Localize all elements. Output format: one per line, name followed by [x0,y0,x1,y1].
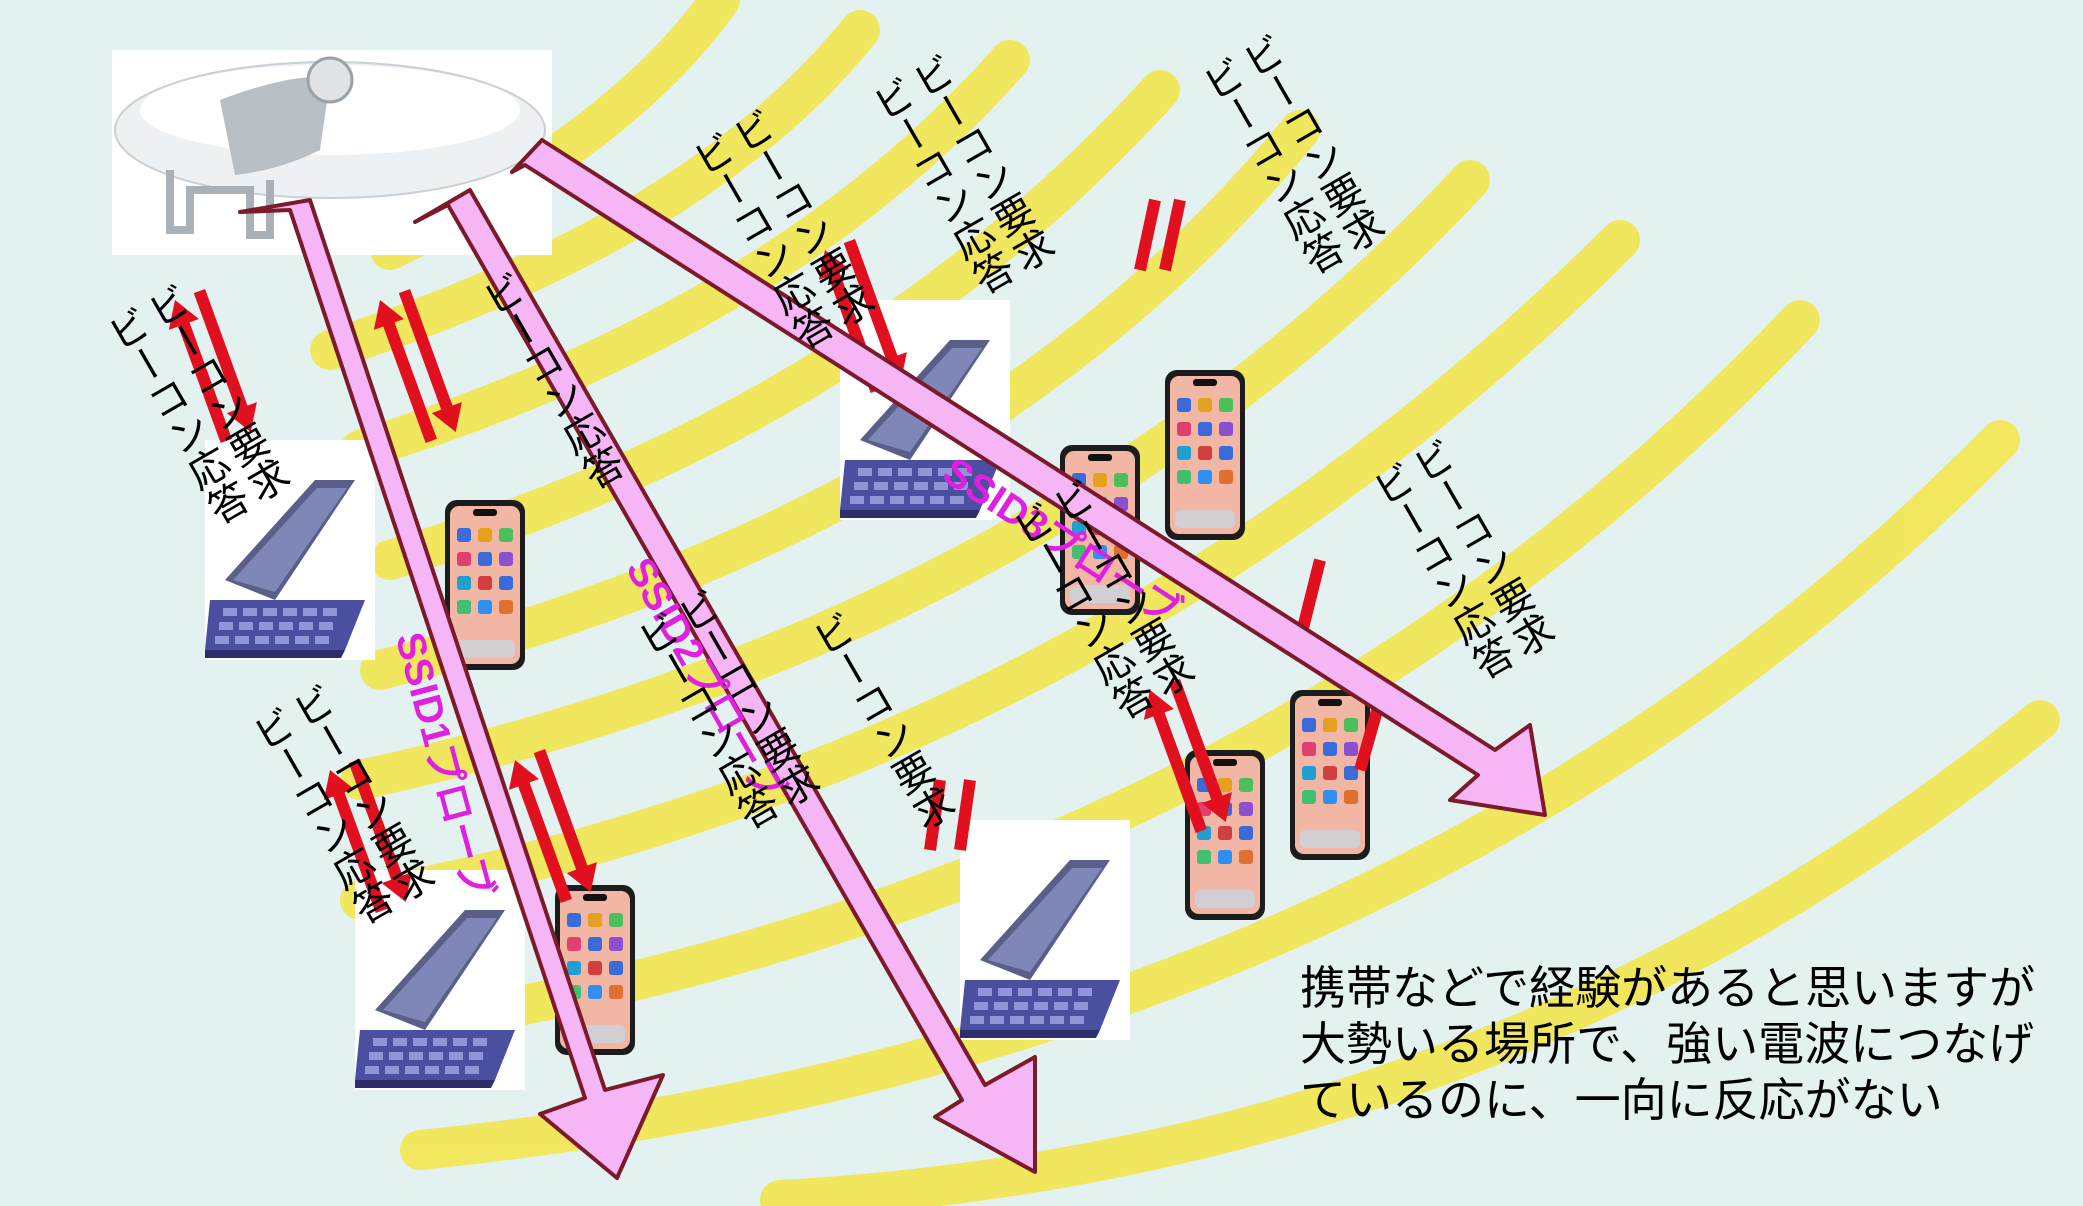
smartphone-icon [1165,370,1245,540]
probe-arrow-ssid2 [413,188,1037,1174]
probe-arrow-ssid1 [238,198,665,1180]
wave-6 [340,160,1490,800]
caption: 携帯などで経験があると思いますが 大勢いる場所で、強い電波につなげ ているのに、… [1300,960,2035,1128]
smartphone-icon [1290,690,1370,860]
probe-arrows [238,138,1547,1180]
caption-line: ているのに、一向に反応がない [1300,1073,1943,1127]
wave-9 [400,420,2020,1170]
probe-arrow-ssid3 [510,138,1547,817]
caption-line: 携帯などで経験があると思いますが [1300,961,2036,1015]
laptop-icon [960,820,1130,1040]
smartphone-icon [1185,750,1265,920]
wave-10 [760,700,2060,1206]
caption-line: 大勢いる場所で、強い電波につなげ [1300,1017,2035,1071]
